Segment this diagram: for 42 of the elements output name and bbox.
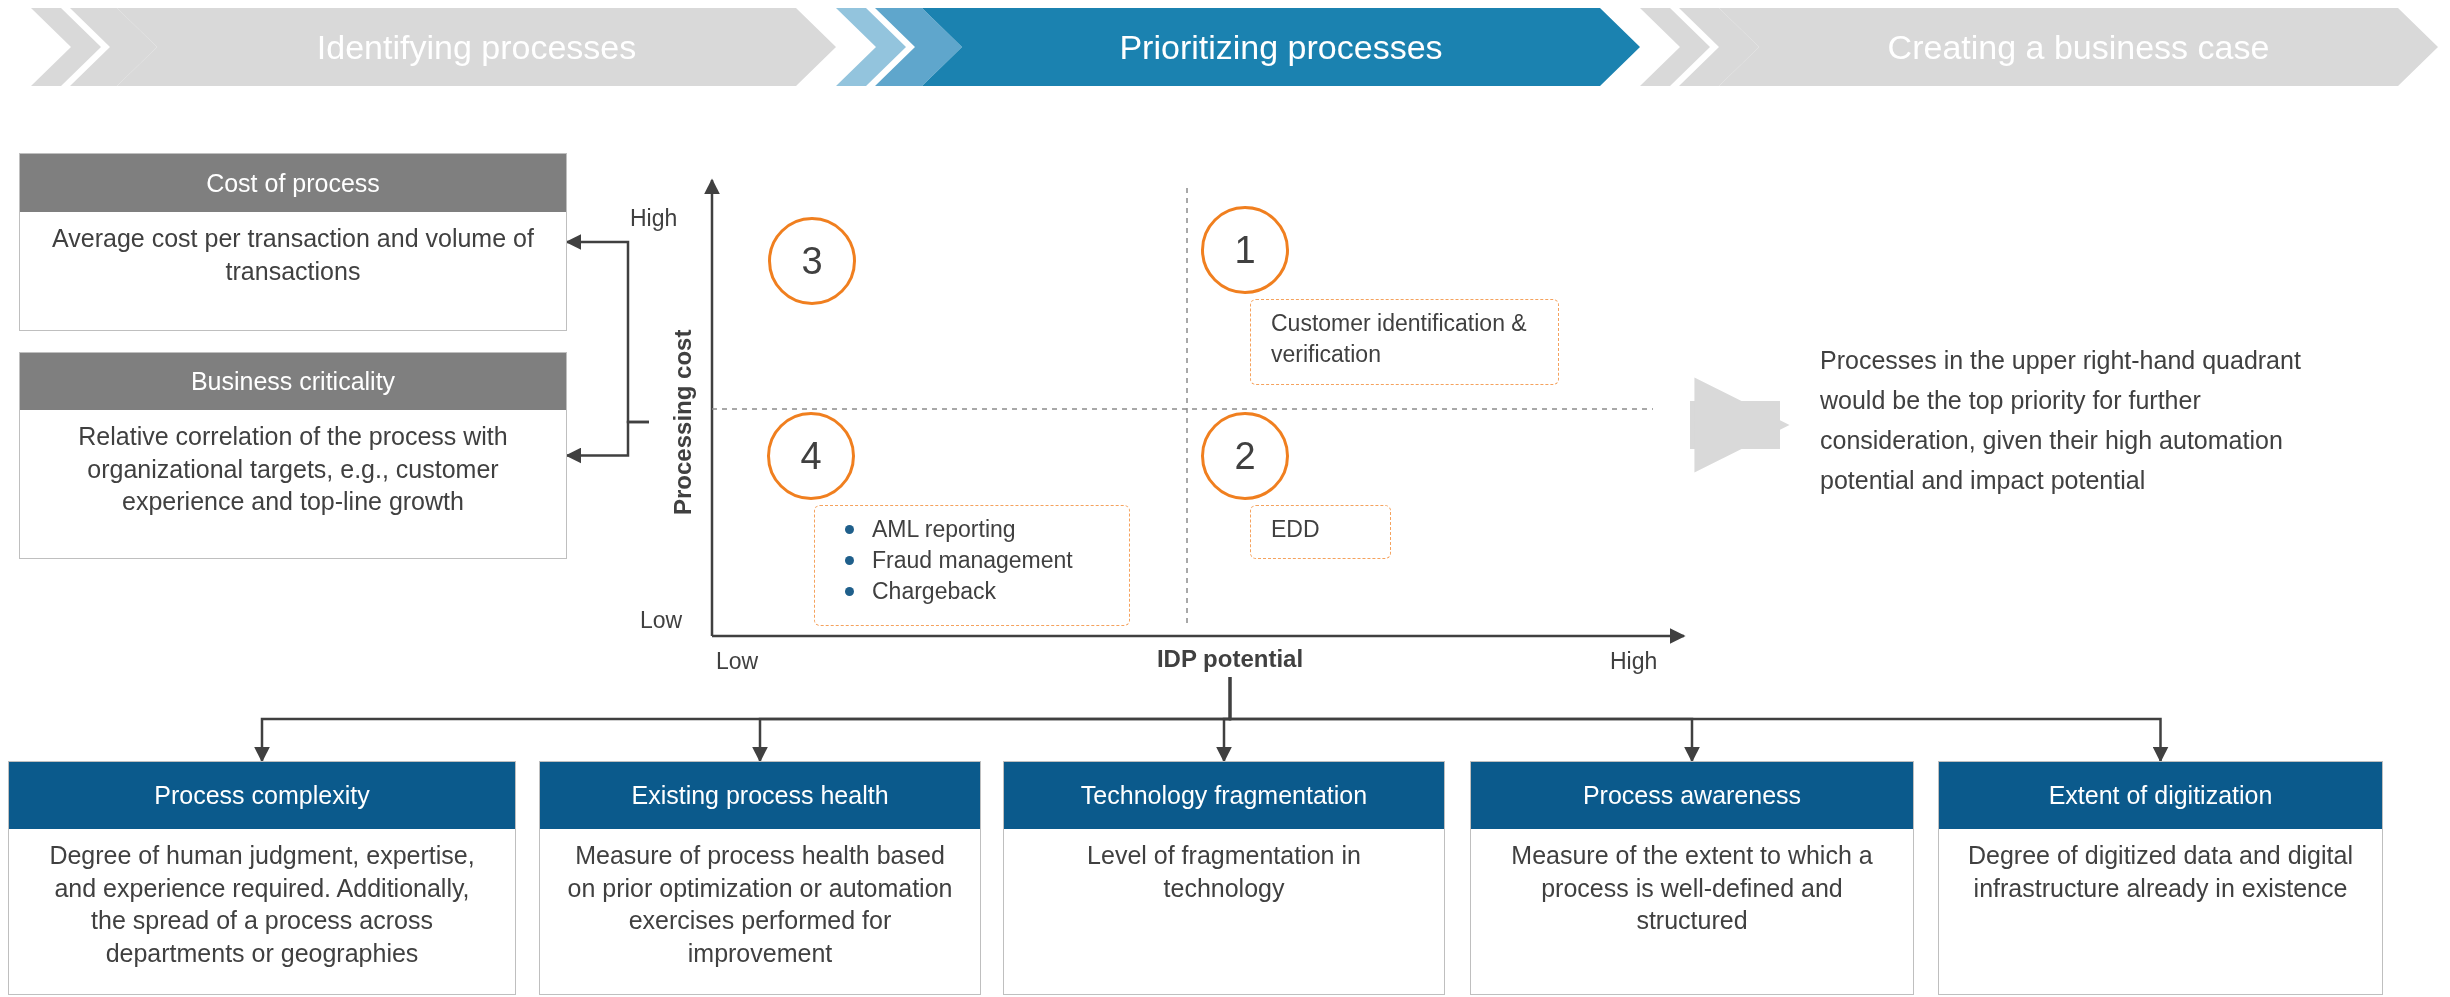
axis-label: High bbox=[1610, 648, 1658, 675]
card-header: Extent of digitization bbox=[1939, 762, 2382, 829]
card-header: Process complexity bbox=[9, 762, 515, 829]
number-circle: 1 bbox=[1201, 206, 1289, 294]
axis-label: Low bbox=[716, 648, 759, 675]
card bbox=[1003, 761, 1445, 995]
block-arrow bbox=[1690, 377, 1790, 473]
note-text: Processes in the upper right-hand quadrant would be the top priority for further consideration, given their high automation potential and impact potential bbox=[1820, 340, 2350, 510]
card bbox=[19, 153, 567, 331]
list-item: Chargeback bbox=[872, 577, 997, 607]
card-header: Process awareness bbox=[1471, 762, 1913, 829]
list-item: AML reporting bbox=[872, 515, 1016, 544]
list-box bbox=[814, 505, 1130, 626]
card-text: Degree of digitized data and digital infrastructure already in existence bbox=[1967, 840, 2354, 904]
card-header: Existing process health bbox=[540, 762, 980, 829]
connector-arrow bbox=[565, 420, 649, 464]
list-item: Fraud management bbox=[872, 546, 1073, 576]
card-header: Technology fragmentation bbox=[1004, 762, 1444, 829]
card bbox=[19, 352, 567, 559]
card-header: Business criticality bbox=[20, 353, 566, 410]
card-text: Level of fragmentation in technology bbox=[1086, 840, 1362, 904]
card-text: Measure of the extent to which a process is well-defined and structured bbox=[1510, 840, 1874, 936]
number-circle: 2 bbox=[1201, 412, 1289, 500]
number-circle: 4 bbox=[767, 412, 855, 500]
callout-box: Customer identification & verification bbox=[1250, 299, 1559, 385]
card-text: Average cost per transaction and volume of transactions bbox=[51, 223, 535, 287]
number-circle: 3 bbox=[768, 217, 856, 305]
card bbox=[1938, 761, 2383, 995]
card bbox=[8, 761, 516, 995]
card-header: Cost of process bbox=[20, 154, 566, 212]
connector-arrow bbox=[1228, 677, 2169, 763]
axis-title: IDP potential bbox=[1130, 645, 1330, 677]
axis-title: Processing cost bbox=[669, 312, 699, 532]
callout-box: EDD bbox=[1250, 505, 1391, 559]
card-text: Relative correlation of the process with organizational targets, e.g., customer experience and top-line growth bbox=[77, 421, 509, 517]
chevron-step: Prioritizing processes bbox=[922, 8, 1640, 86]
card bbox=[539, 761, 981, 995]
axis-label: Low bbox=[640, 607, 683, 634]
card-text: Degree of human judgment, expertise, and experience required. Additionally, the spread of a process across departments or geographies bbox=[48, 840, 476, 969]
axis-label: High bbox=[630, 205, 678, 232]
card-text: Measure of process health based on prior optimization or automation exercises performed for improvement bbox=[566, 840, 954, 969]
card bbox=[1470, 761, 1914, 995]
